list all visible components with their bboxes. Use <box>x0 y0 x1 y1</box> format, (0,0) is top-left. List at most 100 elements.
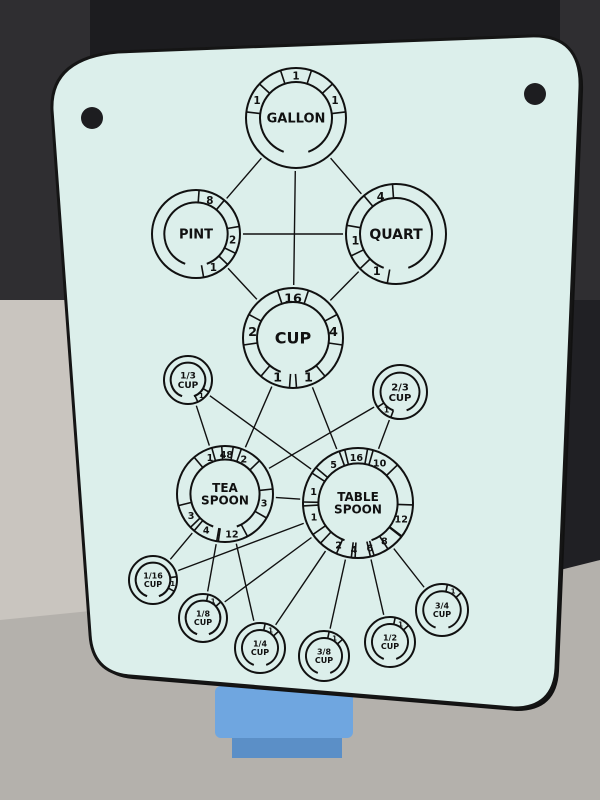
segment-divider <box>260 365 271 377</box>
segment-label: 4 <box>329 325 338 340</box>
segment-divider <box>338 451 346 467</box>
segment-divider <box>377 402 385 408</box>
node-outer-ring <box>163 355 213 405</box>
segment-divider <box>194 395 199 403</box>
node-label: 1/2 <box>383 634 397 643</box>
segment-label: 48 <box>220 450 234 461</box>
segment-label: 1 <box>273 370 282 385</box>
node-inner-ring <box>169 361 207 398</box>
segment-divider <box>288 373 292 388</box>
edge-pint-to-cup <box>226 266 259 301</box>
connection-lines <box>168 156 426 631</box>
segment-divider <box>386 269 391 284</box>
segment-divider <box>445 584 449 592</box>
node-fill <box>126 553 180 607</box>
segment-label: 2 <box>240 455 247 466</box>
node-label: 3/8 <box>317 648 331 657</box>
node-fill <box>176 591 230 645</box>
segment-label: 1 <box>311 512 318 523</box>
segment-label: 1 <box>332 635 337 643</box>
segment-divider <box>243 342 258 346</box>
segment-divider <box>346 224 361 229</box>
segment-divider <box>366 541 372 557</box>
segment-label: 1 <box>331 95 338 107</box>
stand <box>215 686 353 738</box>
node-outer-ring <box>128 555 178 605</box>
edge-teaspoon-to-sixteenth-cup <box>168 531 194 561</box>
segment-divider <box>397 503 414 506</box>
edge-two-third-cup-to-tablespoon <box>377 418 391 451</box>
node-inner-ring <box>371 623 409 660</box>
edge-cup-to-tablespoon <box>311 385 338 451</box>
segment-divider <box>178 501 192 507</box>
node-fill <box>232 620 288 676</box>
segment-divider <box>359 258 371 270</box>
node-label: 1/8 <box>196 610 210 619</box>
node-outer-ring <box>178 593 228 643</box>
segment-label: 4 <box>377 191 385 204</box>
segment-label: 3 <box>188 511 195 522</box>
edge-tablespoon-to-quarter-cup <box>274 549 327 627</box>
segment-divider <box>350 249 364 257</box>
segment-divider <box>335 539 344 554</box>
segment-label: 1 <box>268 627 273 635</box>
segment-label: 1 <box>352 234 360 247</box>
node-label: CUP <box>433 610 451 619</box>
segment-divider <box>368 540 375 556</box>
segment-label: 1 <box>199 391 204 400</box>
segment-label: 1 <box>207 453 214 464</box>
edge-gallon-to-pint <box>225 156 263 200</box>
segment-label: 1 <box>170 580 175 588</box>
node-outer-ring <box>176 445 274 543</box>
segment-divider <box>455 592 462 599</box>
node-label: CUP <box>194 618 212 627</box>
segment-divider <box>390 410 395 418</box>
segment-divider <box>392 617 396 625</box>
segment-divider <box>368 449 374 466</box>
edge-third-cup-to-teaspoon <box>195 404 211 448</box>
segment-divider <box>315 365 326 377</box>
segment-divider <box>294 373 298 388</box>
node-label: TABLE <box>337 490 379 504</box>
node-label: 1/3 <box>180 371 196 381</box>
segment-divider <box>388 526 402 538</box>
segment-divider <box>202 387 210 393</box>
edge-tablespoon-to-half-cup <box>370 557 385 617</box>
segment-divider <box>303 290 310 305</box>
node-label: CUP <box>315 656 333 665</box>
segment-divider <box>246 111 261 115</box>
segment-label: 1 <box>373 265 381 278</box>
node-label: CUP <box>178 381 199 391</box>
segment-divider <box>326 631 330 639</box>
segment-divider <box>200 265 205 278</box>
segment-divider <box>391 184 395 199</box>
node-label: SPOON <box>334 503 382 517</box>
edge-tablespoon-to-three-quarter-cup <box>392 547 426 589</box>
segment-divider <box>350 542 354 558</box>
segment-divider <box>215 527 220 542</box>
segment-divider <box>303 504 319 507</box>
edge-quart-to-cup <box>328 270 361 302</box>
segment-divider <box>315 466 329 479</box>
node-outer-ring <box>302 447 414 559</box>
edge-two-third-cup-to-teaspoon <box>267 405 376 470</box>
node-label: 3/4 <box>435 602 449 611</box>
node-inner-ring <box>422 590 462 629</box>
node-inner-ring <box>163 201 229 265</box>
node-label: SPOON <box>201 494 249 508</box>
segment-label: 4 <box>351 545 358 556</box>
node-outer-ring <box>151 189 241 279</box>
segment-divider <box>276 290 283 305</box>
mount-hole-left <box>81 107 103 129</box>
segment-divider <box>272 630 280 637</box>
node-outer-ring <box>415 583 469 637</box>
